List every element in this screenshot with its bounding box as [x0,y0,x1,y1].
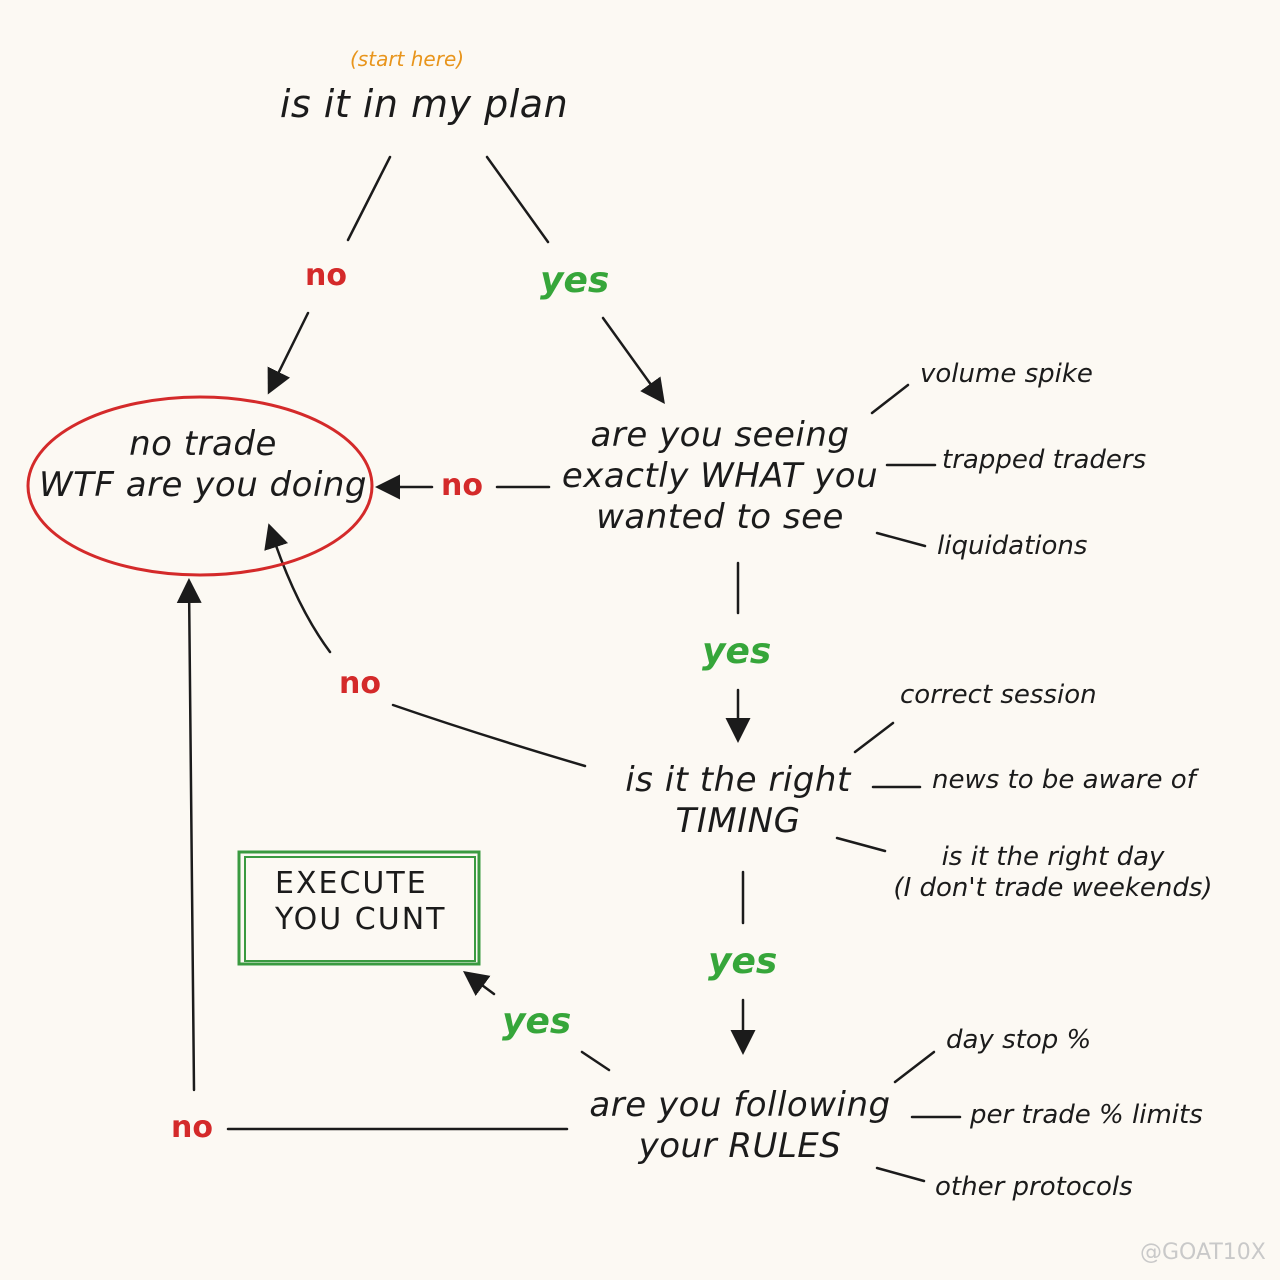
tick-day-stop [893,1050,936,1084]
node-timing: is it the right TIMING [625,760,851,841]
tick-other-protocols [875,1166,926,1183]
node-seeing: are you seeing exactly WHAT you wanted t… [561,415,879,537]
criterion-volume-spike: volume spike [920,359,1093,389]
branch-rules-yes: yes [502,1001,572,1042]
criterion-liquidations: liquidations [937,531,1088,561]
arrow-timing-no [264,523,332,654]
criterion-trapped-traders: trapped traders [942,445,1147,475]
tick-right-day [835,836,887,853]
criterion-day-stop: day stop % [946,1025,1092,1055]
line-timing-no [391,703,587,768]
branch-rules-no: no [171,1110,213,1145]
line-plan-yes [485,155,550,244]
node-plan: is it in my plan [279,82,569,126]
node-execute: EXECUTE YOU CUNT [275,866,447,937]
branch-seeing-yes: yes [702,631,772,672]
criterion-other-protocols: other protocols [935,1172,1133,1202]
tick-liquidations [875,531,927,548]
tick-correct-session [853,721,895,754]
criterion-right-day: is it the right day (I don't trade weeke… [893,842,1213,904]
arrow-plan-no [267,311,310,395]
arrow-plan-yes [601,316,665,405]
execute-box-inner [244,856,476,962]
criterion-news: news to be aware of [932,765,1196,795]
line-rules-yes [580,1050,611,1072]
criterion-per-trade: per trade % limits [970,1100,1203,1130]
line-plan-no [346,155,392,242]
watermark: @GOAT10X [1140,1240,1266,1265]
start-here-note: (start here) [350,47,465,71]
branch-timing-no: no [339,666,381,701]
branch-plan-yes: yes [540,260,610,301]
tick-volume-spike [870,383,910,415]
branch-plan-no: no [305,258,347,293]
no-trade-ellipse [26,395,374,577]
branch-seeing-no: no [441,468,483,503]
node-rules: are you following your RULES [589,1085,891,1166]
execute-box-outer [237,850,481,966]
arrow-rules-yes [462,971,496,996]
criterion-correct-session: correct session [900,680,1097,710]
branch-timing-yes: yes [708,941,778,982]
arrow-rules-no [176,578,202,1092]
node-no-trade: no trade WTF are you doing [38,424,368,505]
